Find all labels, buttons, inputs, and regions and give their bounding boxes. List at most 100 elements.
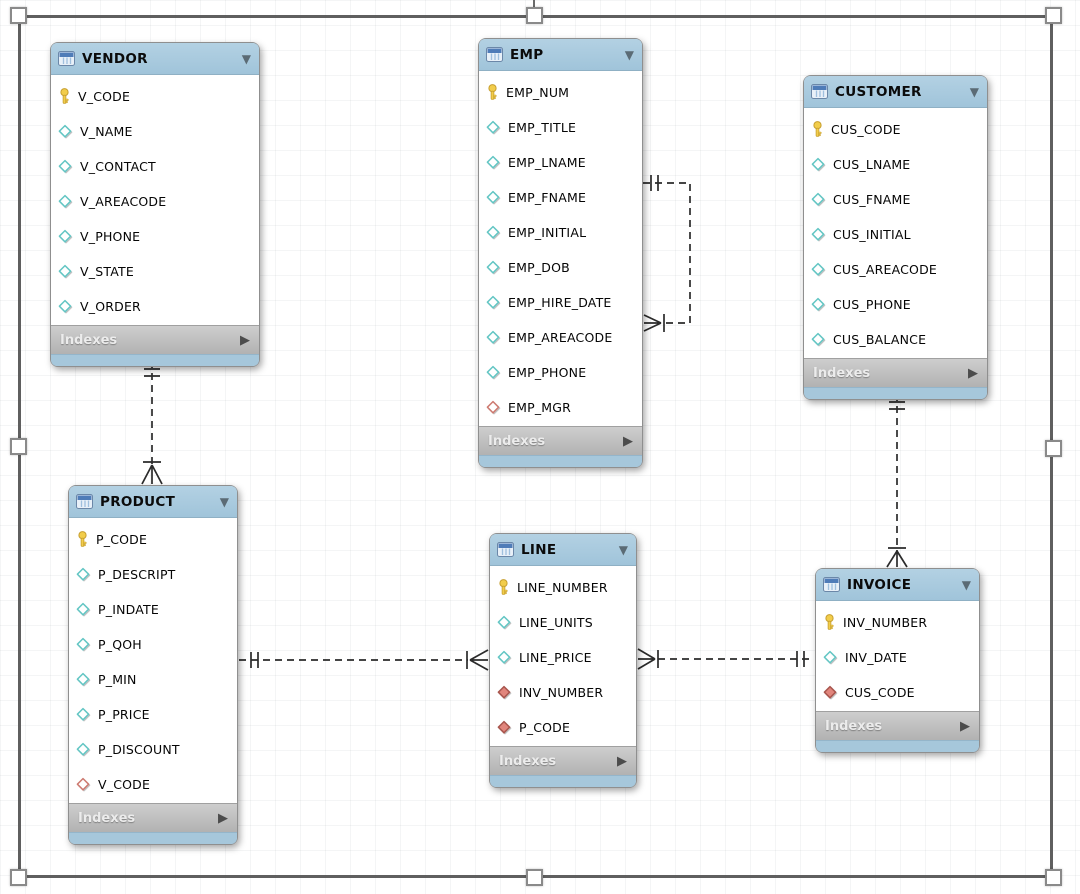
expand-arrow-icon[interactable]: ▶ [218,810,228,826]
column-row[interactable]: P_DESCRIPT [69,557,237,592]
collapse-chevron-icon[interactable]: ▼ [624,47,634,62]
column-row[interactable]: CUS_PHONE [804,287,987,322]
column-row[interactable]: P_MIN [69,662,237,697]
column-nullable-icon [58,264,73,279]
column-row[interactable]: CUS_INITIAL [804,217,987,252]
resize-handle-middle-right[interactable] [1045,440,1062,457]
column-row[interactable]: P_CODE [69,522,237,557]
column-row[interactable]: P_PRICE [69,697,237,732]
table-header[interactable]: PRODUCT▼ [69,486,237,518]
column-row[interactable]: P_CODE [490,710,636,745]
indexes-bar[interactable]: Indexes▶ [816,711,979,740]
column-row[interactable]: EMP_HIRE_DATE [479,285,642,320]
column-row[interactable]: CUS_CODE [804,112,987,147]
column-row[interactable]: EMP_PHONE [479,355,642,390]
indexes-bar[interactable]: Indexes▶ [51,325,259,354]
column-row[interactable]: EMP_FNAME [479,180,642,215]
expand-arrow-icon[interactable]: ▶ [960,718,970,734]
column-row[interactable]: LINE_NUMBER [490,570,636,605]
table-header[interactable]: EMP▼ [479,39,642,71]
relationship-emp-self[interactable] [643,175,691,332]
relationship-vendor-product[interactable] [141,361,163,485]
column-row[interactable]: CUS_FNAME [804,182,987,217]
collapse-chevron-icon[interactable]: ▼ [969,84,979,99]
column-row[interactable]: V_AREACODE [51,184,259,219]
column-row[interactable]: P_INDATE [69,592,237,627]
resize-handle-bottom-left[interactable] [10,869,27,886]
column-row[interactable]: P_QOH [69,627,237,662]
indexes-bar[interactable]: Indexes▶ [69,803,237,832]
column-row[interactable]: CUS_LNAME [804,147,987,182]
expand-arrow-icon[interactable]: ▶ [617,753,627,769]
column-nullable-icon [486,120,501,135]
column-row[interactable]: LINE_PRICE [490,640,636,675]
column-row[interactable]: CUS_AREACODE [804,252,987,287]
column-nullable-icon [76,707,91,722]
column-row[interactable]: LINE_UNITS [490,605,636,640]
table-header[interactable]: VENDOR▼ [51,43,259,75]
column-row[interactable]: EMP_AREACODE [479,320,642,355]
table-header[interactable]: INVOICE▼ [816,569,979,601]
expand-arrow-icon[interactable]: ▶ [240,332,250,348]
relationship-product-line[interactable] [239,649,489,671]
column-row[interactable]: EMP_LNAME [479,145,642,180]
column-label: P_CODE [96,532,148,547]
column-label: V_PHONE [80,229,141,244]
indexes-bar[interactable]: Indexes ▶ [479,426,642,455]
column-label: EMP_LNAME [508,155,586,170]
column-row[interactable]: INV_DATE [816,640,979,675]
column-row[interactable]: V_STATE [51,254,259,289]
column-label: V_CODE [98,777,151,792]
expand-arrow-icon[interactable]: ▶ [623,433,633,449]
resize-handle-top-middle[interactable] [526,7,543,24]
column-row[interactable]: CUS_CODE [816,675,979,710]
indexes-bar[interactable]: Indexes▶ [490,746,636,775]
column-row[interactable]: V_ORDER [51,289,259,324]
relationship-customer-invoice[interactable] [886,394,908,568]
column-row[interactable]: V_CONTACT [51,149,259,184]
resize-handle-bottom-right[interactable] [1045,869,1062,886]
indexes-bar[interactable]: Indexes▶ [804,358,987,387]
table-header[interactable]: CUSTOMER▼ [804,76,987,108]
column-row[interactable]: EMP_NUM [479,75,642,110]
table-icon [486,47,503,62]
expand-arrow-icon[interactable]: ▶ [968,365,978,381]
collapse-chevron-icon[interactable]: ▼ [219,494,229,509]
column-nullable-icon [58,159,73,174]
resize-handle-middle-left[interactable] [10,438,27,455]
column-row[interactable]: EMP_INITIAL [479,215,642,250]
column-nullable-icon [823,650,838,665]
resize-handle-top-right[interactable] [1045,7,1062,24]
column-row[interactable]: P_DISCOUNT [69,732,237,767]
column-row[interactable]: CUS_BALANCE [804,322,987,357]
column-row[interactable]: INV_NUMBER [816,605,979,640]
table-footer-strip [816,740,979,752]
collapse-chevron-icon[interactable]: ▼ [961,577,971,592]
column-row[interactable]: EMP_DOB [479,250,642,285]
collapse-chevron-icon[interactable]: ▼ [241,51,251,66]
column-row[interactable]: V_NAME [51,114,259,149]
indexes-label: Indexes [488,433,546,449]
column-nullable-icon [811,157,826,172]
relationship-invoice-line[interactable] [637,648,814,670]
collapse-chevron-icon[interactable]: ▼ [618,542,628,557]
resize-handle-bottom-middle[interactable] [526,869,543,886]
column-row[interactable]: EMP_MGR [479,390,642,425]
column-row[interactable]: INV_NUMBER [490,675,636,710]
primary-key-icon [497,579,510,596]
column-row[interactable]: V_CODE [51,79,259,114]
column-row[interactable]: V_CODE [69,767,237,802]
resize-handle-top-left[interactable] [10,7,27,24]
column-row[interactable]: V_PHONE [51,219,259,254]
column-row[interactable]: EMP_TITLE [479,110,642,145]
table-header[interactable]: LINE▼ [490,534,636,566]
column-label: V_STATE [80,264,134,279]
